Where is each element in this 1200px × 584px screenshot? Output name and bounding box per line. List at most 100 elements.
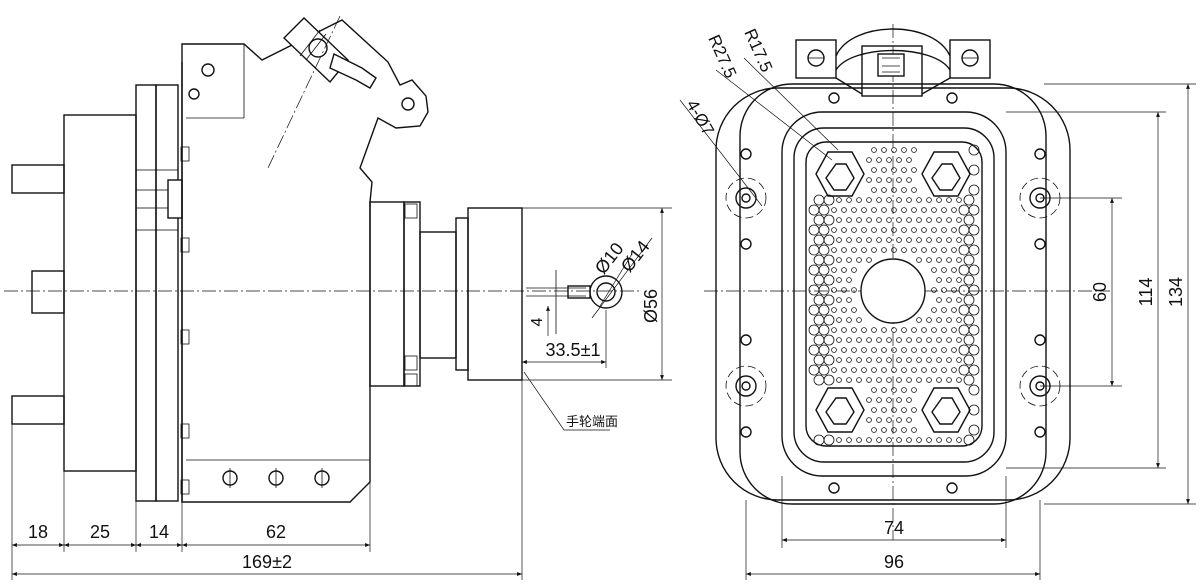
center-bore — [860, 258, 926, 324]
contact-pin — [813, 254, 825, 266]
contact-pin — [856, 257, 862, 263]
label-radius-large: R27.5 — [704, 32, 740, 81]
contact-pin — [968, 204, 980, 216]
contact-pin — [866, 357, 872, 363]
contact-pin — [958, 364, 970, 376]
contact-pin — [836, 337, 842, 343]
contact-pin — [861, 347, 867, 353]
contact-pin — [911, 327, 917, 333]
shaft-ring — [526, 237, 653, 334]
contact-pin — [876, 337, 882, 343]
contact-pin — [871, 347, 877, 353]
contact-pin — [818, 344, 830, 356]
contact-pin — [958, 284, 970, 296]
contact-pin — [871, 227, 877, 233]
contact-pin — [808, 244, 820, 256]
contact-pin — [956, 257, 962, 263]
contact-pin — [866, 337, 872, 343]
contact-pin — [823, 234, 835, 246]
contact-pin — [818, 284, 830, 296]
contact-pin — [881, 247, 887, 253]
contact-pin — [871, 187, 877, 193]
contact-pin — [866, 437, 872, 443]
contact-pin — [921, 247, 927, 253]
contact-pin — [946, 337, 952, 343]
top-clamp — [795, 28, 991, 97]
contact-pin — [901, 167, 907, 173]
contact-pin — [936, 217, 942, 223]
front-bottom-dims — [745, 476, 1041, 580]
dim-height-inner: 60 — [1090, 282, 1110, 302]
contact-pin — [846, 337, 852, 343]
contact-pin — [823, 354, 835, 366]
contact-pin — [836, 437, 842, 443]
dim-18: 18 — [28, 522, 48, 542]
contact-pin — [896, 397, 902, 403]
housing-holes — [188, 63, 415, 488]
contact-pin — [906, 217, 912, 223]
contact-pin — [946, 357, 952, 363]
contact-pin — [813, 354, 825, 366]
contact-pin — [906, 437, 912, 443]
contact-pin — [951, 367, 957, 373]
contact-pin — [911, 427, 917, 433]
contact-pin — [931, 247, 937, 253]
contact-pin — [866, 417, 872, 423]
dim-width-outer: 96 — [884, 552, 904, 572]
contact-pin — [958, 204, 970, 216]
contact-pin — [963, 214, 975, 226]
contact-pin — [901, 227, 907, 233]
contact-pin — [813, 194, 825, 206]
contact-pin — [968, 324, 980, 336]
contact-pin — [818, 264, 830, 276]
contact-pin — [846, 297, 852, 303]
contact-pin — [813, 314, 825, 326]
contact-pin — [866, 177, 872, 183]
contact-pin — [936, 357, 942, 363]
contact-pin — [818, 324, 830, 336]
contact-pin — [968, 164, 980, 176]
contact-pin — [836, 237, 842, 243]
contact-pin — [946, 257, 952, 263]
contact-pin — [886, 157, 892, 163]
contact-pin — [946, 197, 952, 203]
contact-pin — [941, 327, 947, 333]
contact-pin — [886, 197, 892, 203]
contact-pin — [936, 317, 942, 323]
contact-pin — [956, 357, 962, 363]
contact-pin — [941, 227, 947, 233]
contact-pin — [916, 237, 922, 243]
contact-pin — [956, 277, 962, 283]
contact-pin — [968, 384, 980, 396]
contact-pin — [836, 257, 842, 263]
contact-pin — [881, 207, 887, 213]
contact-pin — [941, 307, 947, 313]
contact-pin — [936, 377, 942, 383]
contact-pin — [836, 197, 842, 203]
contact-pin — [936, 337, 942, 343]
contact-pin — [896, 437, 902, 443]
contact-pin — [846, 377, 852, 383]
contact-pin — [926, 337, 932, 343]
contact-pin — [823, 254, 835, 266]
contact-pin — [963, 274, 975, 286]
contact-pin — [808, 224, 820, 236]
contact-pin — [916, 337, 922, 343]
front-right-dims — [1006, 83, 1196, 505]
contact-pin — [963, 254, 975, 266]
rear-body — [63, 114, 137, 472]
contact-pin — [881, 347, 887, 353]
contact-pin — [823, 214, 835, 226]
contact-pin — [846, 217, 852, 223]
contact-pin — [866, 157, 872, 163]
contact-pin — [841, 307, 847, 313]
contact-pin — [946, 437, 952, 443]
contact-pin-field — [808, 144, 980, 446]
contact-pin — [958, 344, 970, 356]
contact-pin — [901, 327, 907, 333]
contact-pin — [951, 227, 957, 233]
contact-pin — [818, 364, 830, 376]
contact-pin — [818, 204, 830, 216]
contact-pin — [931, 227, 937, 233]
contact-pin — [831, 267, 837, 273]
